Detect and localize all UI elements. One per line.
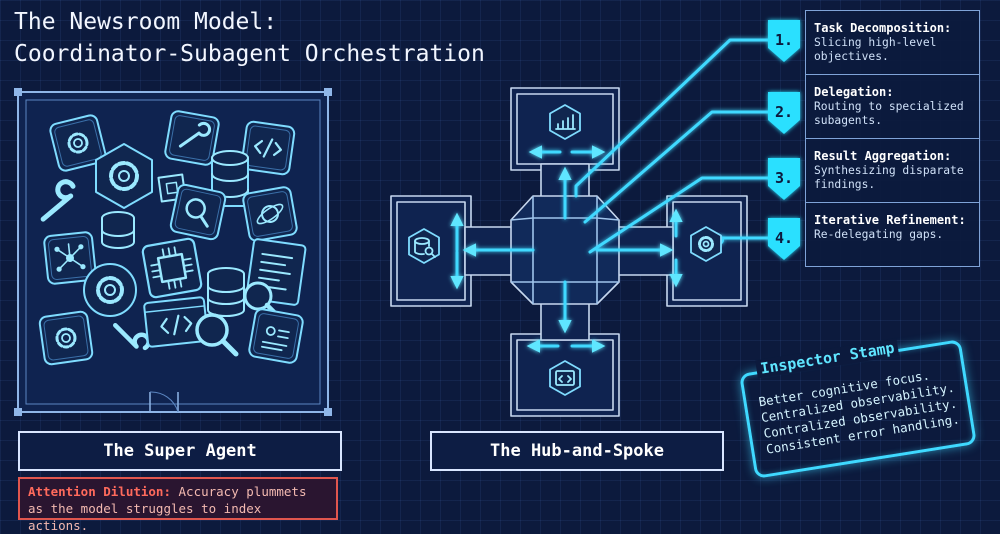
step-2: Delegation: Routing to specialized subag… (806, 75, 979, 139)
flow-arrows (450, 38, 772, 353)
wrench-icon (40, 179, 76, 222)
svg-text:1.: 1. (775, 31, 793, 49)
step-1: Task Decomposition: Slicing high-level o… (806, 11, 979, 75)
svg-text:2.: 2. (775, 103, 793, 121)
step-3-text: Synthesizing disparate findings. (814, 164, 964, 191)
gear-icon (83, 263, 137, 317)
database-icon (207, 267, 245, 317)
step-badge-4: 4. (768, 218, 800, 260)
svg-text:3.: 3. (775, 169, 793, 187)
network-icon (42, 230, 98, 286)
step-badge-3: 3. (768, 158, 800, 200)
code-icon (143, 296, 209, 348)
clipboard-icon (247, 307, 305, 365)
magnifier-icon (168, 182, 228, 242)
database-icon (211, 150, 249, 207)
page-title: The Newsroom Model: Coordinator-Subagent… (14, 6, 485, 70)
gear-icon (47, 112, 109, 174)
super-agent-label: The Super Agent (18, 431, 342, 471)
step-badge-2: 2. (768, 92, 800, 134)
chart-icon (549, 104, 581, 140)
attention-dilution-warning: Attention Dilution: Accuracy plummets as… (18, 477, 338, 533)
magnifier-icon (195, 313, 239, 357)
title-line-2: Coordinator-Subagent Orchestration (14, 41, 485, 67)
steps-panel: Task Decomposition: Slicing high-level o… (805, 10, 980, 267)
hub-and-spoke-label: The Hub-and-Spoke (430, 431, 724, 471)
step-badge-1: 1. (768, 20, 800, 62)
step-3-title: Result Aggregation: (814, 149, 952, 163)
step-1-text: Slicing high-level objectives. (814, 36, 937, 63)
warning-title: Attention Dilution: (28, 484, 171, 499)
database-icon (101, 211, 135, 249)
gear-icon (37, 309, 95, 367)
step-badges: 1. 2. 3. 4. (768, 20, 800, 260)
code-icon (549, 360, 581, 396)
satellite-icon (241, 185, 299, 243)
cpu-icon (141, 237, 203, 299)
step-2-text: Routing to specialized subagents. (814, 100, 964, 127)
step-3: Result Aggregation: Synthesizing dispara… (806, 139, 979, 203)
step-1-title: Task Decomposition: (814, 21, 952, 35)
hub-and-spoke-diagram (390, 38, 772, 417)
gear-icon (95, 143, 153, 209)
wrench-icon (163, 109, 221, 167)
super-agent-icon-cluster (37, 109, 307, 367)
code-icon (239, 119, 297, 177)
step-4: Iterative Refinement: Re-delegating gaps… (806, 203, 979, 266)
step-4-text: Re-delegating gaps. (814, 228, 944, 241)
title-line-1: The Newsroom Model: (14, 9, 278, 35)
step-4-title: Iterative Refinement: (814, 213, 966, 227)
step-2-title: Delegation: (814, 85, 894, 99)
svg-text:4.: 4. (775, 229, 793, 247)
gear-icon (690, 226, 722, 262)
database-search-icon (408, 228, 440, 264)
